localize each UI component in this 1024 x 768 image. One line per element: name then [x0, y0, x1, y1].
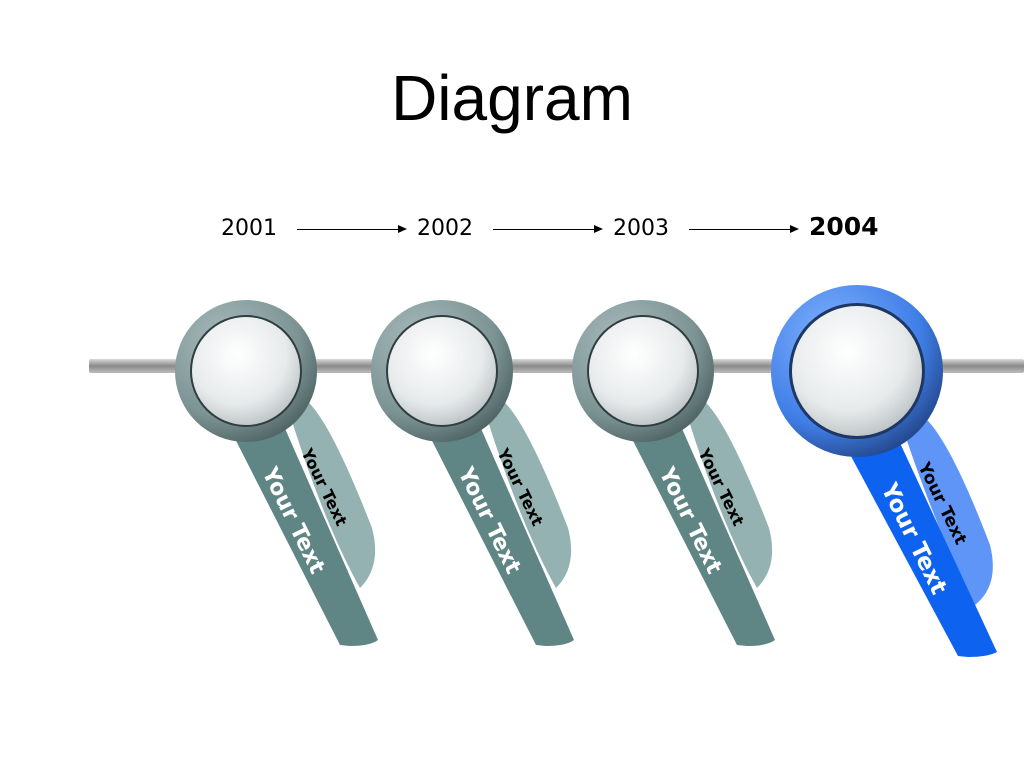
year-label-2001: 2001	[221, 216, 277, 241]
timeline-arrow-3	[689, 225, 799, 233]
page-title: Diagram	[391, 62, 633, 134]
year-label-2003: 2003	[613, 216, 669, 241]
timeline-arrow-1	[297, 225, 407, 233]
timeline-node-2: Your Text Your Text	[371, 300, 574, 646]
timeline-node-3: Your Text Your Text	[572, 300, 775, 646]
timeline-arrow-2	[493, 225, 603, 233]
timeline-node-1: Your Text Your Text	[175, 300, 378, 646]
year-label-2004: 2004	[809, 212, 879, 241]
year-label-2002: 2002	[417, 216, 473, 241]
timeline-node-4-active: Your Text Your Text	[771, 285, 997, 657]
